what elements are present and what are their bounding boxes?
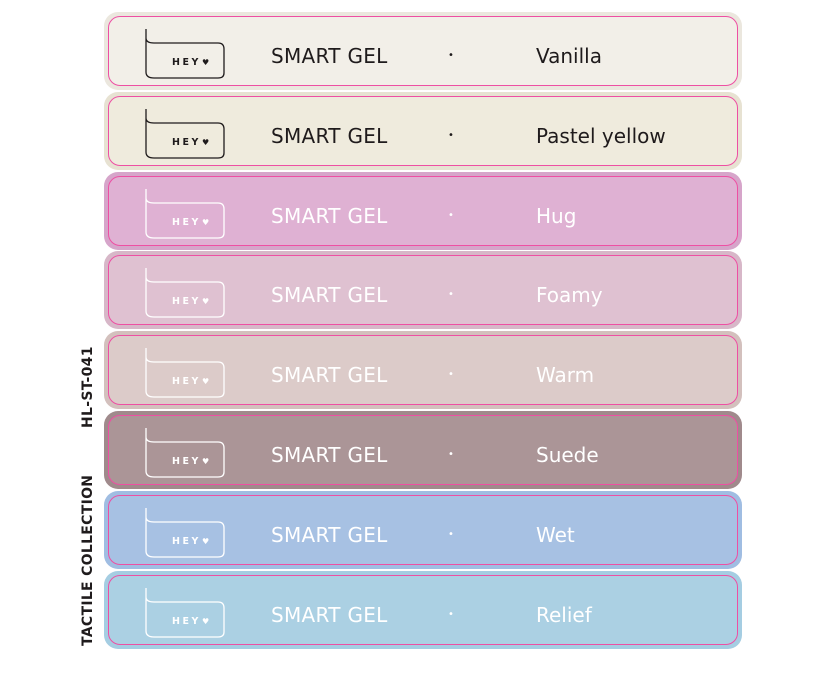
- hey-logo-bubble-icon: [145, 348, 225, 398]
- separator-dot: •: [448, 608, 454, 620]
- shade-name: Hug: [536, 203, 577, 228]
- shade-card: HEY ♥ SMART GEL • Pastel yellow: [108, 95, 738, 166]
- shade-row-wet[interactable]: HEY ♥ SMART GEL • Wet: [104, 490, 742, 569]
- brand-logo-text: HEY: [172, 136, 201, 148]
- shade-name: Vanilla: [536, 44, 602, 68]
- shade-name: Wet: [536, 522, 575, 547]
- hey-logo-bubble-icon: [145, 428, 225, 478]
- brand-logo-text: HEY: [172, 296, 201, 308]
- hey-logo-bubble-icon: [145, 268, 225, 319]
- brand-logo-text: HEY: [172, 376, 201, 388]
- shade-card: HEY ♥ SMART GEL • Foamy: [108, 255, 738, 326]
- brand-logo-text: HEY: [172, 535, 201, 547]
- shade-card: HEY ♥ SMART GEL • Vanilla: [108, 16, 738, 86]
- product-name: SMART GEL: [271, 123, 388, 148]
- separator-dot: •: [448, 209, 454, 221]
- product-name: SMART GEL: [271, 203, 388, 228]
- shade-name: Relief: [536, 602, 592, 627]
- hey-logo-bubble-icon: [145, 108, 225, 159]
- shade-row-vanilla[interactable]: HEY ♥ SMART GEL • Vanilla: [104, 12, 742, 90]
- heart-icon: ♥: [202, 457, 210, 466]
- heart-icon: ♥: [202, 137, 210, 147]
- separator-dot: •: [448, 449, 454, 460]
- product-name: SMART GEL: [271, 602, 388, 627]
- shade-row-hug[interactable]: HEY ♥ SMART GEL • Hug: [104, 171, 742, 250]
- product-name: SMART GEL: [271, 283, 388, 308]
- hey-logo-bubble-icon: [145, 507, 225, 558]
- shade-row-foamy[interactable]: HEY ♥ SMART GEL • Foamy: [104, 251, 742, 330]
- separator-dot: •: [448, 369, 454, 381]
- separator-dot: •: [448, 129, 454, 141]
- heart-icon: ♥: [202, 297, 210, 307]
- shade-name: Warm: [536, 363, 595, 388]
- heart-icon: ♥: [202, 377, 210, 387]
- brand-logo-text: HEY: [172, 216, 201, 228]
- shade-card: HEY ♥ SMART GEL • Suede: [108, 415, 738, 485]
- hey-logo-bubble-icon: [145, 587, 225, 638]
- shade-card: HEY ♥ SMART GEL • Warm: [108, 335, 738, 406]
- brand-logo-text: HEY: [172, 57, 201, 68]
- shade-name: Foamy: [536, 283, 603, 308]
- shade-row-suede[interactable]: HEY ♥ SMART GEL • Suede: [104, 411, 742, 489]
- collection-label: TACTILE COLLECTION: [80, 474, 96, 646]
- shade-name: Pastel yellow: [536, 123, 666, 148]
- shade-card: HEY ♥ SMART GEL • Hug: [108, 175, 738, 246]
- shade-row-pastel-yellow[interactable]: HEY ♥ SMART GEL • Pastel yellow: [104, 91, 742, 170]
- shade-row-relief[interactable]: HEY ♥ SMART GEL • Relief: [104, 570, 742, 649]
- brand-logo-text: HEY: [172, 456, 201, 467]
- shade-row-warm[interactable]: HEY ♥ SMART GEL • Warm: [104, 331, 742, 410]
- heart-icon: ♥: [202, 536, 210, 546]
- product-name: SMART GEL: [271, 44, 388, 68]
- product-name: SMART GEL: [271, 363, 388, 388]
- heart-icon: ♥: [202, 58, 210, 67]
- product-name: SMART GEL: [271, 443, 388, 467]
- separator-dot: •: [448, 528, 454, 540]
- shade-name: Suede: [536, 443, 599, 467]
- product-code-label: HL-ST-041: [80, 346, 96, 428]
- separator-dot: •: [448, 289, 454, 301]
- hey-logo-bubble-icon: [145, 188, 225, 239]
- separator-dot: •: [448, 50, 454, 61]
- shade-card: HEY ♥ SMART GEL • Wet: [108, 494, 738, 565]
- heart-icon: ♥: [202, 217, 210, 227]
- shade-card: HEY ♥ SMART GEL • Relief: [108, 574, 738, 645]
- heart-icon: ♥: [202, 616, 210, 626]
- product-name: SMART GEL: [271, 522, 388, 547]
- hey-logo-bubble-icon: [145, 29, 225, 79]
- brand-logo-text: HEY: [172, 615, 201, 627]
